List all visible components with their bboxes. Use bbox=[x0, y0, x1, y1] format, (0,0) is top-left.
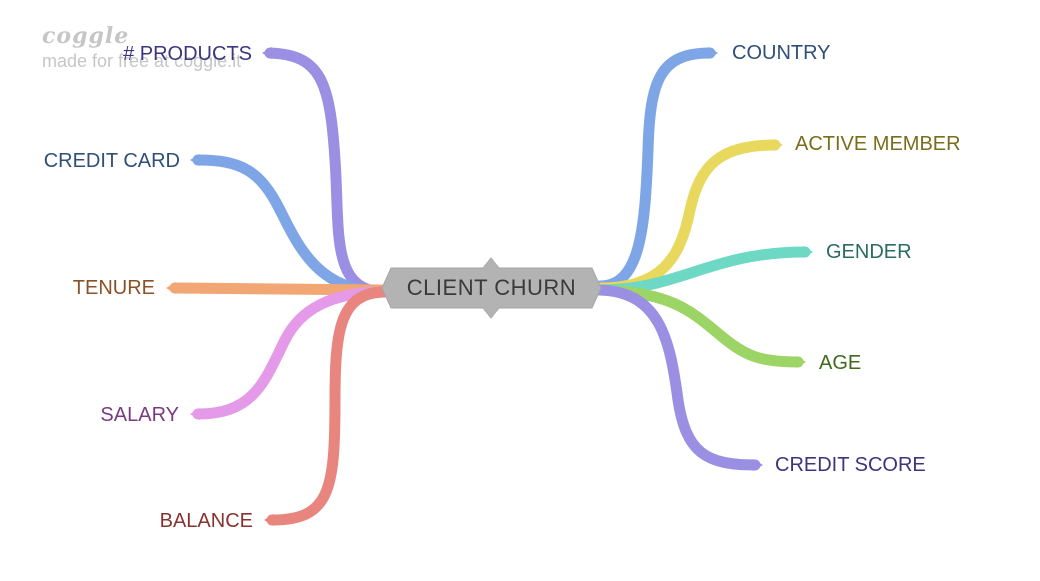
branch-connectors bbox=[166, 47, 813, 526]
branch-tip-gender bbox=[803, 246, 813, 258]
branch-label-credit-card[interactable]: CREDIT CARD bbox=[43, 150, 180, 172]
branch-label-active-member[interactable]: ACTIVE MEMBER bbox=[795, 133, 961, 155]
branch-label-country[interactable]: COUNTRY bbox=[732, 42, 831, 64]
watermark-tagline: made for free at coggle.it bbox=[42, 51, 242, 71]
branch-line-credit-card bbox=[192, 154, 391, 298]
branch-tip-country bbox=[708, 47, 718, 59]
branch-line-balance bbox=[266, 286, 391, 526]
branch-line-salary bbox=[192, 286, 391, 420]
branch-line-credit-score bbox=[594, 284, 761, 471]
branch-label-age[interactable]: AGE bbox=[819, 352, 862, 374]
center-node-shape[interactable] bbox=[381, 257, 602, 319]
branch-label-salary[interactable]: SALARY bbox=[100, 404, 179, 426]
branch-line-country bbox=[594, 47, 716, 292]
coggle-watermark: coggle made for free at coggle.it bbox=[42, 22, 241, 72]
branch-label-tenure[interactable]: TENURE bbox=[72, 277, 155, 299]
branch-tip-products bbox=[262, 47, 272, 59]
branch-label-gender[interactable]: GENDER bbox=[826, 241, 912, 263]
center-node-label[interactable]: CLIENT CHURN bbox=[406, 275, 577, 300]
branch-line-age bbox=[594, 284, 804, 368]
branch-tip-tenure bbox=[166, 282, 176, 294]
branch-tip-balance bbox=[264, 514, 274, 526]
branch-line-products bbox=[264, 47, 391, 298]
branch-tip-salary bbox=[190, 408, 200, 420]
coggle-logo: coggle bbox=[42, 23, 130, 49]
branch-tip-credit-card bbox=[190, 154, 200, 166]
branch-tip-credit-score bbox=[753, 459, 763, 471]
branch-tip-age bbox=[796, 356, 806, 368]
branch-tip-active-member bbox=[773, 139, 783, 151]
branch-label-products[interactable]: # PRODUCTS bbox=[123, 43, 252, 65]
center-node[interactable] bbox=[381, 257, 602, 319]
branch-label-balance[interactable]: BALANCE bbox=[159, 510, 253, 532]
branch-label-credit-score[interactable]: CREDIT SCORE bbox=[775, 454, 926, 476]
